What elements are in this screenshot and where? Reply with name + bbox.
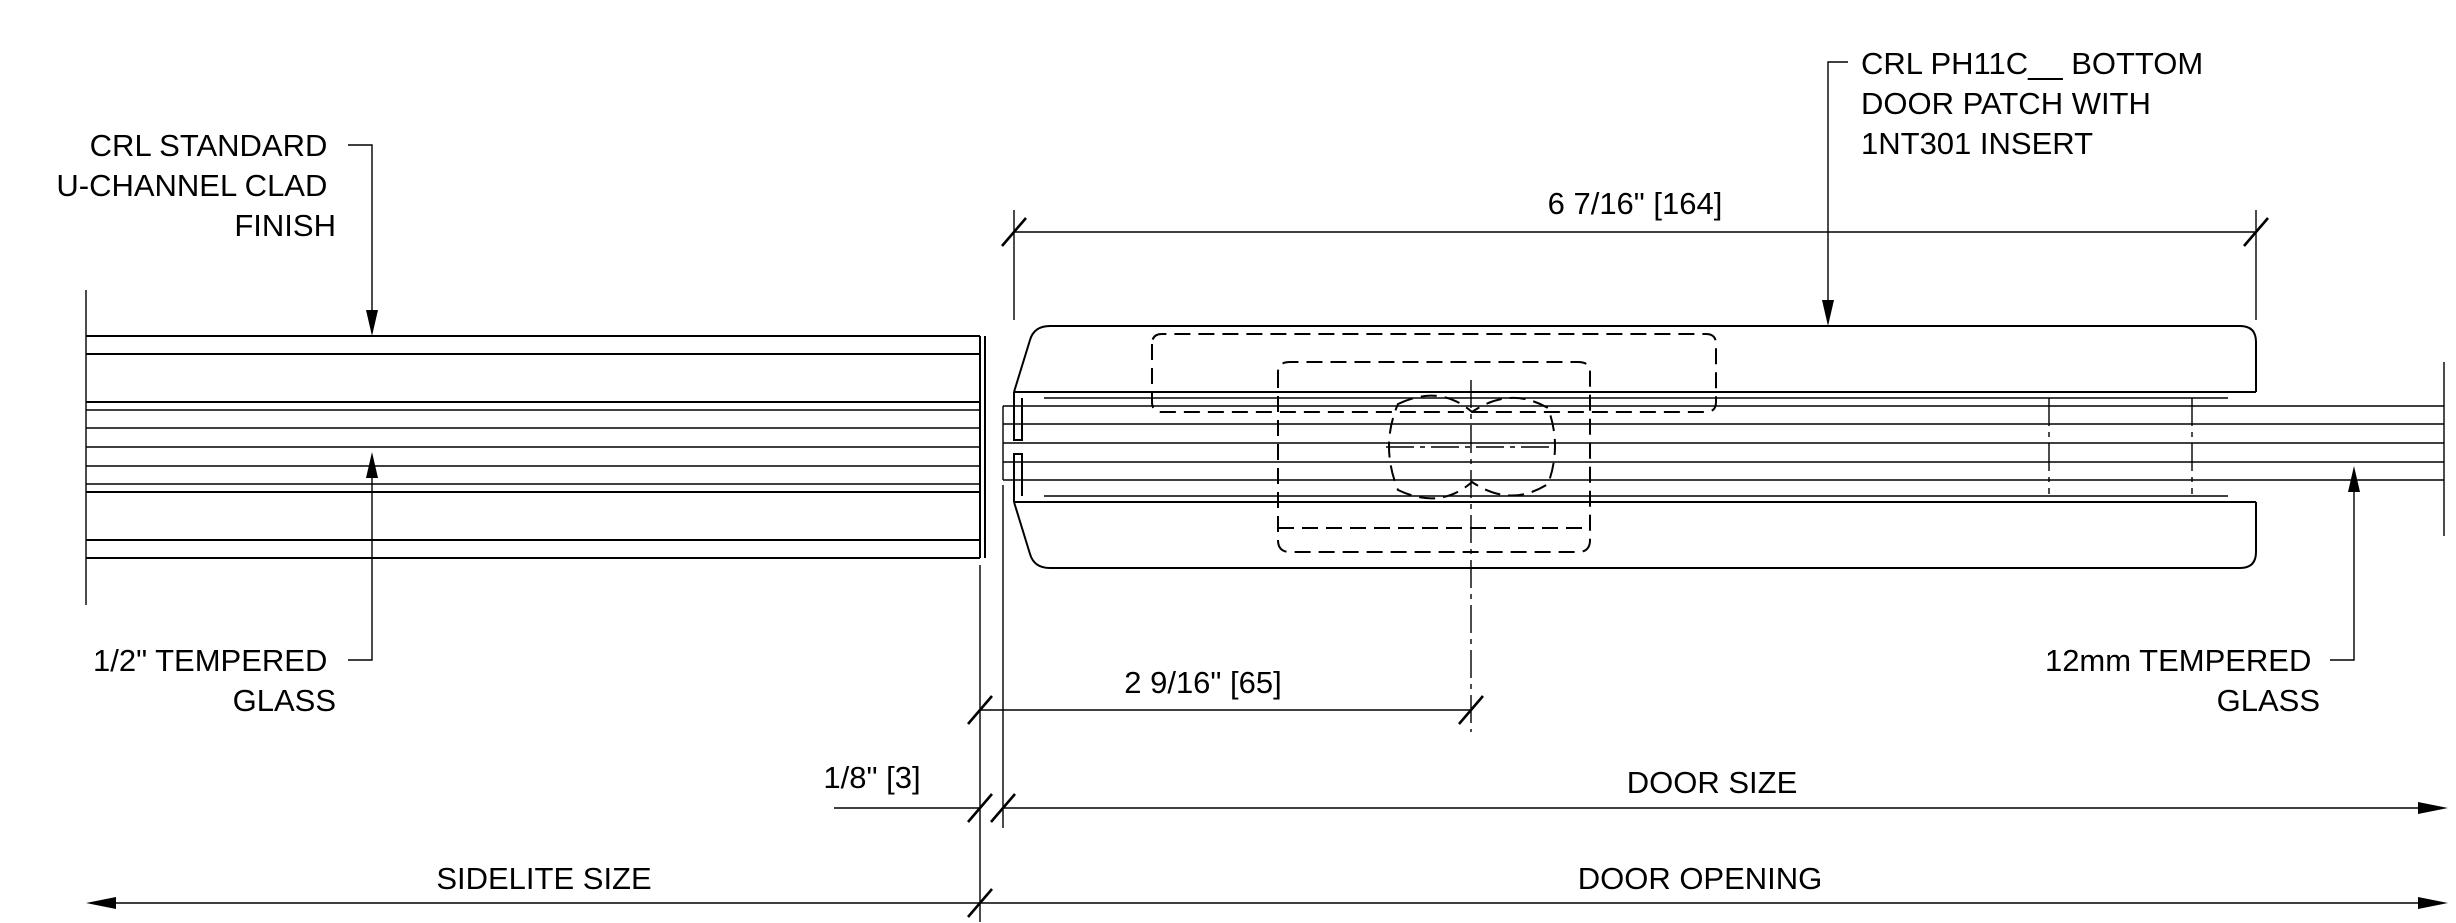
door-glass-12mm [1002,362,2445,536]
uchannel-label: CRL STANDARD U-CHANNEL CLAD FINISH [56,128,336,243]
patch-leader-arrowhead [1822,300,1834,326]
glass-half-inch-callout: 1/2" TEMPERED GLASS [93,452,378,718]
sidelite-size-dimension: SIDELITE SIZE [86,861,980,909]
gap-label: 1/8" [3] [823,760,920,795]
door-size-label: DOOR SIZE [1627,765,1798,800]
glass-half-inch-leader-arrowhead [366,452,378,478]
door-size-arrowhead [2418,802,2448,814]
sidelite-size-label: SIDELITE SIZE [436,861,651,896]
pivot-centerlines [1386,380,1556,732]
uchannel-callout: CRL STANDARD U-CHANNEL CLAD FINISH [56,128,378,336]
door-opening-dimension: DOOR OPENING [967,861,2448,918]
sidelite-u-channel [85,290,986,605]
patch-length-label: 6 7/16" [164] [1548,186,1723,221]
door-opening-arrowhead [2418,897,2448,909]
pivot-offset-dimension: 2 9/16" [65] [967,665,1484,725]
1nt301-insert-hidden [1151,333,1717,553]
door-opening-label: DOOR OPENING [1578,861,1823,896]
sidelite-size-arrowhead [86,897,116,909]
pivot-offset-label: 2 9/16" [65] [1124,665,1282,700]
uchannel-leader-arrowhead [366,310,378,336]
gap-dimension: 1/8" [3] [823,760,1016,823]
glass-12mm-leader-arrowhead [2348,466,2360,492]
patch-length-dimension: 6 7/16" [164] [1001,186,2269,320]
patch-callout: CRL PH11C__ BOTTOM DOOR PATCH WITH 1NT30… [1822,46,2212,326]
door-size-dimension: DOOR SIZE [1003,765,2448,814]
extension-lines [979,485,1004,922]
glass-half-inch-label: 1/2" TEMPERED GLASS [93,643,336,718]
bottom-door-patch [1013,325,2257,569]
glass-12mm-label: 12mm TEMPERED GLASS [2045,643,2320,718]
patch-label: CRL PH11C__ BOTTOM DOOR PATCH WITH 1NT30… [1861,46,2212,161]
glass-12mm-callout: 12mm TEMPERED GLASS [2045,466,2360,718]
sidelite-glass-half-inch [86,409,980,485]
